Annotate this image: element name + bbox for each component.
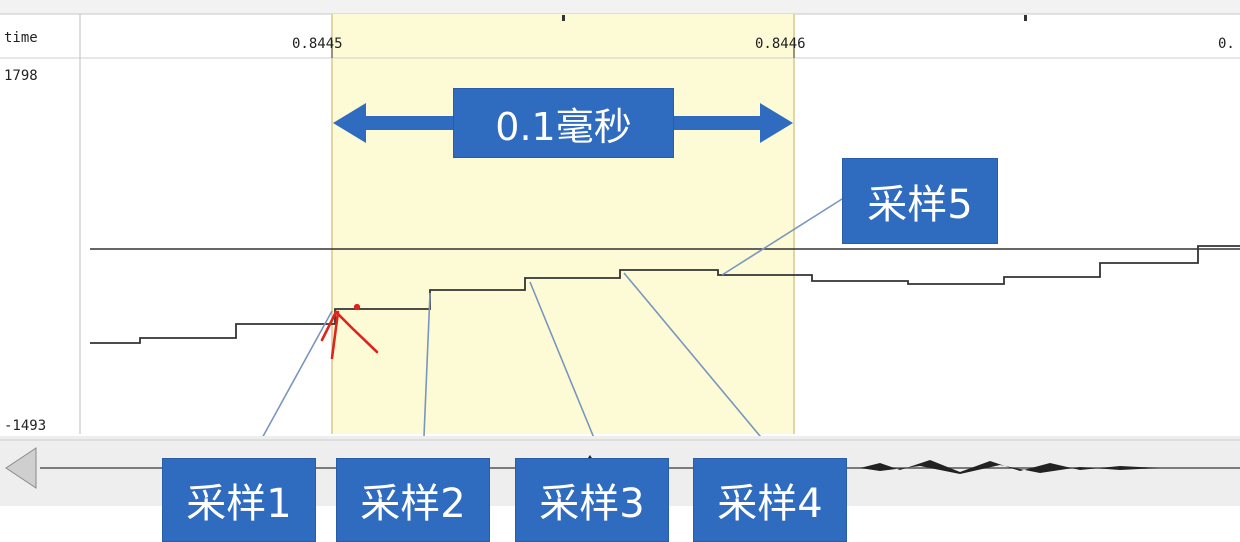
tick-label-0-8446: 0.8446 <box>755 36 806 52</box>
tick-label-0-8445: 0.8445 <box>292 36 343 52</box>
sample-label-5-text: 采样5 <box>867 182 973 228</box>
selection-region[interactable] <box>332 14 794 434</box>
sample-label-1: 采样1 <box>162 458 316 542</box>
sample-label-3-text: 采样3 <box>539 481 645 527</box>
time-label: time <box>4 30 38 46</box>
leader-line-3 <box>529 281 604 461</box>
duration-label: 0.1毫秒 <box>453 88 674 158</box>
leader-line-5 <box>721 198 843 276</box>
sample-label-4-text: 采样4 <box>717 481 823 527</box>
sample-label-1-text: 采样1 <box>186 481 292 527</box>
sample-label-2-text: 采样2 <box>360 481 466 527</box>
sample-label-3: 采样3 <box>515 458 669 542</box>
sample-label-2: 采样2 <box>336 458 490 542</box>
tick-label-next: 0. <box>1218 36 1235 52</box>
scroll-left-arrow[interactable] <box>5 447 37 489</box>
leader-line-4 <box>623 272 781 461</box>
leader-line-2 <box>422 292 431 461</box>
sample-label-5: 采样5 <box>842 158 998 244</box>
y-max-label: 1798 <box>4 68 38 84</box>
waveform-trace <box>90 245 1240 344</box>
top-strip <box>0 0 1240 14</box>
leader-line-1 <box>249 310 333 461</box>
leader-lines <box>249 198 843 461</box>
duration-label-text: 0.1毫秒 <box>495 104 632 149</box>
sample-label-4: 采样4 <box>693 458 847 542</box>
duration-double-arrow <box>333 103 793 143</box>
y-min-label: -1493 <box>4 418 46 434</box>
pen-mark <box>320 303 379 360</box>
